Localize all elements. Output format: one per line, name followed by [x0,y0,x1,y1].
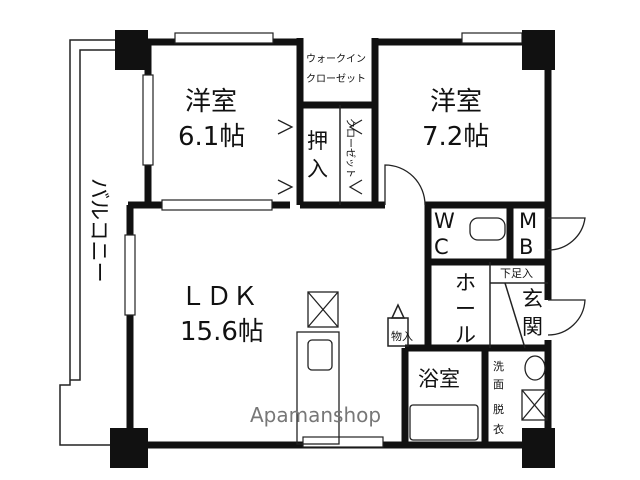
columns [110,30,555,468]
wc-line2: C [434,235,449,259]
bathroom-label: 浴室 [418,367,460,391]
western-right-name: 洋室 [430,87,482,117]
oshiire-line1: 押 [307,129,328,153]
wic-line1: ウォークイン [306,53,366,65]
watermark: Apamanshop [250,403,381,427]
western-left-size: 6.1帖 [178,122,245,152]
doors [277,119,586,336]
balcony [59,39,130,446]
wc-line1: W [434,209,455,233]
storage-label: 物入 [391,329,413,343]
hall-line2: ー [455,297,476,321]
windows [124,32,523,448]
interior-lines [339,105,548,349]
entrance-line2: 関 [522,315,543,339]
ldk-name: ＬＤＫ [180,282,258,312]
oshiire-line2: 入 [307,157,328,181]
western-left-name: 洋室 [185,87,237,117]
fixtures [296,217,548,445]
ldk-size: 15.6帖 [180,317,264,347]
mb-line2: B [519,235,533,259]
balcony-label: バルコニー [87,178,111,283]
shoe-box-label: 下足入 [500,267,533,280]
washroom-line4: 衣 [493,422,504,436]
washroom-line2: 面 [493,378,504,391]
western-right-size: 7.2帖 [422,122,489,152]
wic-line2: クローゼット [306,73,366,85]
closet-label: クローゼット [344,118,356,178]
entrance-line1: 玄 [522,287,543,311]
hall-line3: ル [455,323,476,347]
hall-line1: ホ [455,271,476,295]
mb-line1: M [519,209,537,233]
washroom-line3: 脱 [493,402,504,416]
washroom-line1: 洗 [493,360,504,373]
